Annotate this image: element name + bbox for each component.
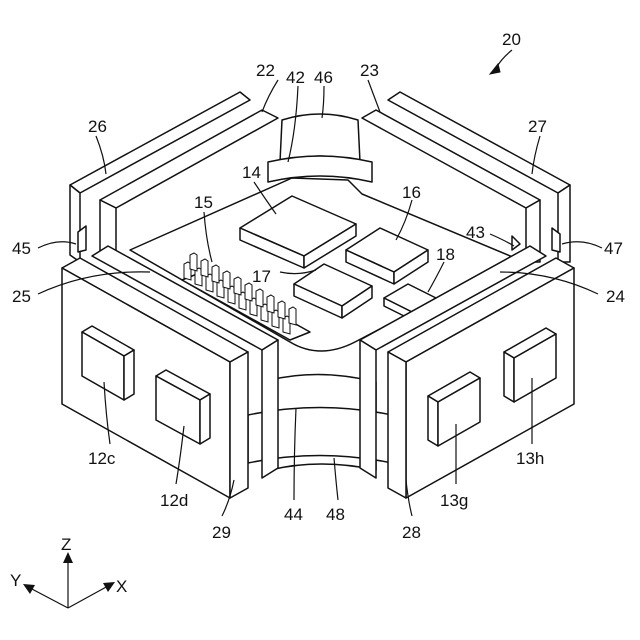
- label-46: 46: [314, 68, 333, 87]
- marker-43: [512, 236, 520, 250]
- axis-label-x: X: [116, 577, 127, 596]
- connector-pin: [212, 265, 219, 283]
- label-26: 26: [88, 117, 107, 136]
- label-28: 28: [402, 523, 421, 542]
- label-42: 42: [286, 68, 305, 87]
- label-23: 23: [360, 61, 379, 80]
- label-29: 29: [212, 523, 231, 542]
- label-18: 18: [436, 245, 455, 264]
- connector-pin: [190, 253, 197, 271]
- label-48: 48: [326, 505, 345, 524]
- connector-pin: [278, 301, 285, 319]
- connector-pin: [223, 271, 230, 289]
- axis-label-z: Z: [61, 535, 71, 554]
- label-24: 24: [606, 287, 625, 306]
- label-14: 14: [242, 163, 261, 182]
- coordinate-axes: Z Y X: [10, 535, 127, 608]
- label-16: 16: [402, 183, 421, 202]
- label-44: 44: [284, 505, 303, 524]
- label-17: 17: [252, 267, 271, 286]
- label-13h: 13h: [516, 449, 544, 468]
- label-20: 20: [502, 30, 521, 49]
- label-15: 15: [194, 193, 213, 212]
- connector-pin: [234, 277, 241, 295]
- label-27: 27: [528, 117, 547, 136]
- connector-pin: [256, 289, 263, 307]
- label-13g: 13g: [440, 491, 468, 510]
- axis-label-y: Y: [10, 571, 21, 590]
- back-flex-band-46: [268, 114, 372, 182]
- label-12c: 12c: [88, 449, 116, 468]
- label-43: 43: [466, 223, 485, 242]
- label-25: 25: [12, 287, 31, 306]
- label-12d: 12d: [160, 491, 188, 510]
- connector-pin: [289, 307, 296, 325]
- connector-pin: [267, 295, 274, 313]
- label-22: 22: [256, 61, 275, 80]
- label-47: 47: [604, 239, 623, 258]
- label-45: 45: [12, 239, 31, 258]
- connector-pin: [201, 259, 208, 277]
- connector-pin: [245, 283, 252, 301]
